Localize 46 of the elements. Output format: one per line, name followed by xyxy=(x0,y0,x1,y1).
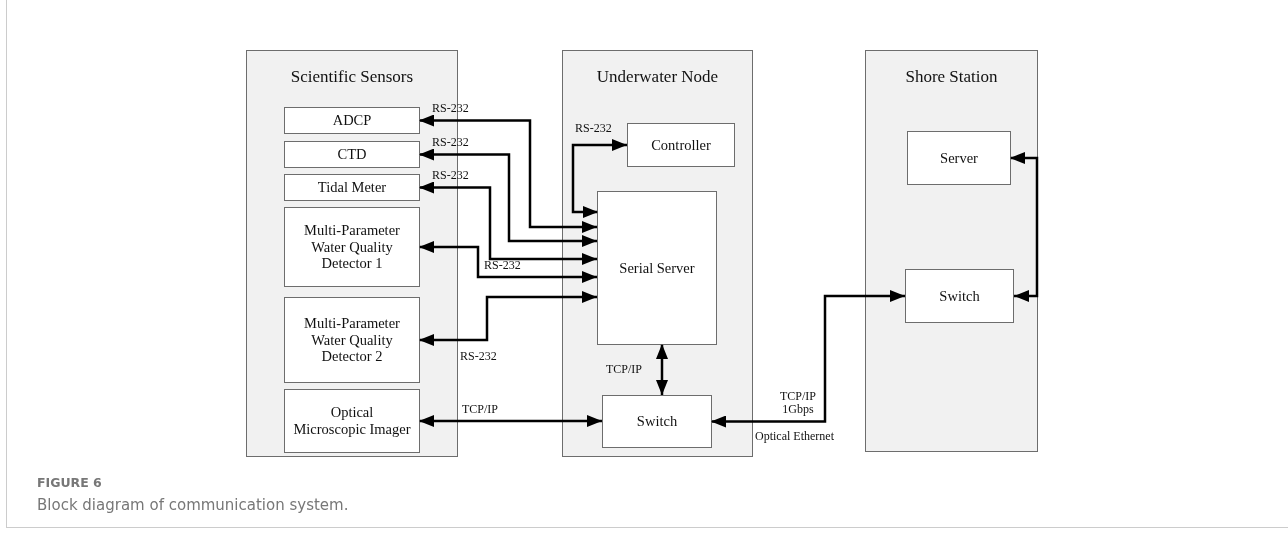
connector-arrow xyxy=(419,291,597,346)
group-title: Shore Station xyxy=(904,67,999,87)
edge-label: RS-232 xyxy=(484,259,521,273)
group-title: Scientific Sensors xyxy=(289,67,415,87)
block-box xyxy=(597,191,717,345)
edge-label: RS-232 xyxy=(575,122,612,136)
edge-label: TCP/IP 1Gbps xyxy=(779,390,817,417)
block-label: Server xyxy=(940,149,978,167)
block-box xyxy=(284,297,420,383)
block-label: Tidal Meter xyxy=(317,179,387,196)
edge-label: TCP/IP xyxy=(606,363,642,377)
block-label: CTD xyxy=(337,146,367,163)
connector-arrow xyxy=(419,148,597,247)
edge-label: RS-232 xyxy=(460,350,497,364)
block-label: Multi-Parameter Water Quality Detector 2 xyxy=(303,315,401,365)
block-label: Switch xyxy=(939,287,980,305)
group-panel xyxy=(562,50,753,457)
block-label: Switch xyxy=(636,413,678,430)
block-label: ADCP xyxy=(332,112,372,129)
edge-label: TCP/IP xyxy=(462,403,498,417)
block-box xyxy=(284,141,420,168)
connector-arrow xyxy=(1010,152,1039,302)
block-label: Controller xyxy=(651,136,711,154)
connector-arrow xyxy=(419,181,597,265)
figure-number: FIGURE 6 xyxy=(37,475,102,490)
block-box xyxy=(907,131,1011,185)
block-box xyxy=(905,269,1014,323)
block-label: Serial Server xyxy=(619,259,695,277)
connector-arrow xyxy=(419,114,597,233)
block-label: Optical Microscopic Imager xyxy=(293,404,411,438)
block-box xyxy=(284,389,420,453)
block-box xyxy=(284,174,420,201)
group-panel xyxy=(865,50,1038,452)
connector-arrow xyxy=(419,241,597,283)
figure-caption: Block diagram of communication system. xyxy=(37,496,349,514)
group-title: Underwater Node xyxy=(595,67,720,87)
block-box xyxy=(602,395,712,448)
connector-arrow xyxy=(711,290,905,428)
block-box xyxy=(627,123,735,167)
block-label: Multi-Parameter Water Quality Detector 1 xyxy=(303,222,401,272)
connector-arrow xyxy=(571,139,627,218)
connector-arrow xyxy=(656,344,668,395)
block-box xyxy=(284,207,420,287)
block-box xyxy=(284,107,420,134)
connector-arrow xyxy=(419,415,602,427)
network-label: Optical Ethernet xyxy=(755,430,834,444)
